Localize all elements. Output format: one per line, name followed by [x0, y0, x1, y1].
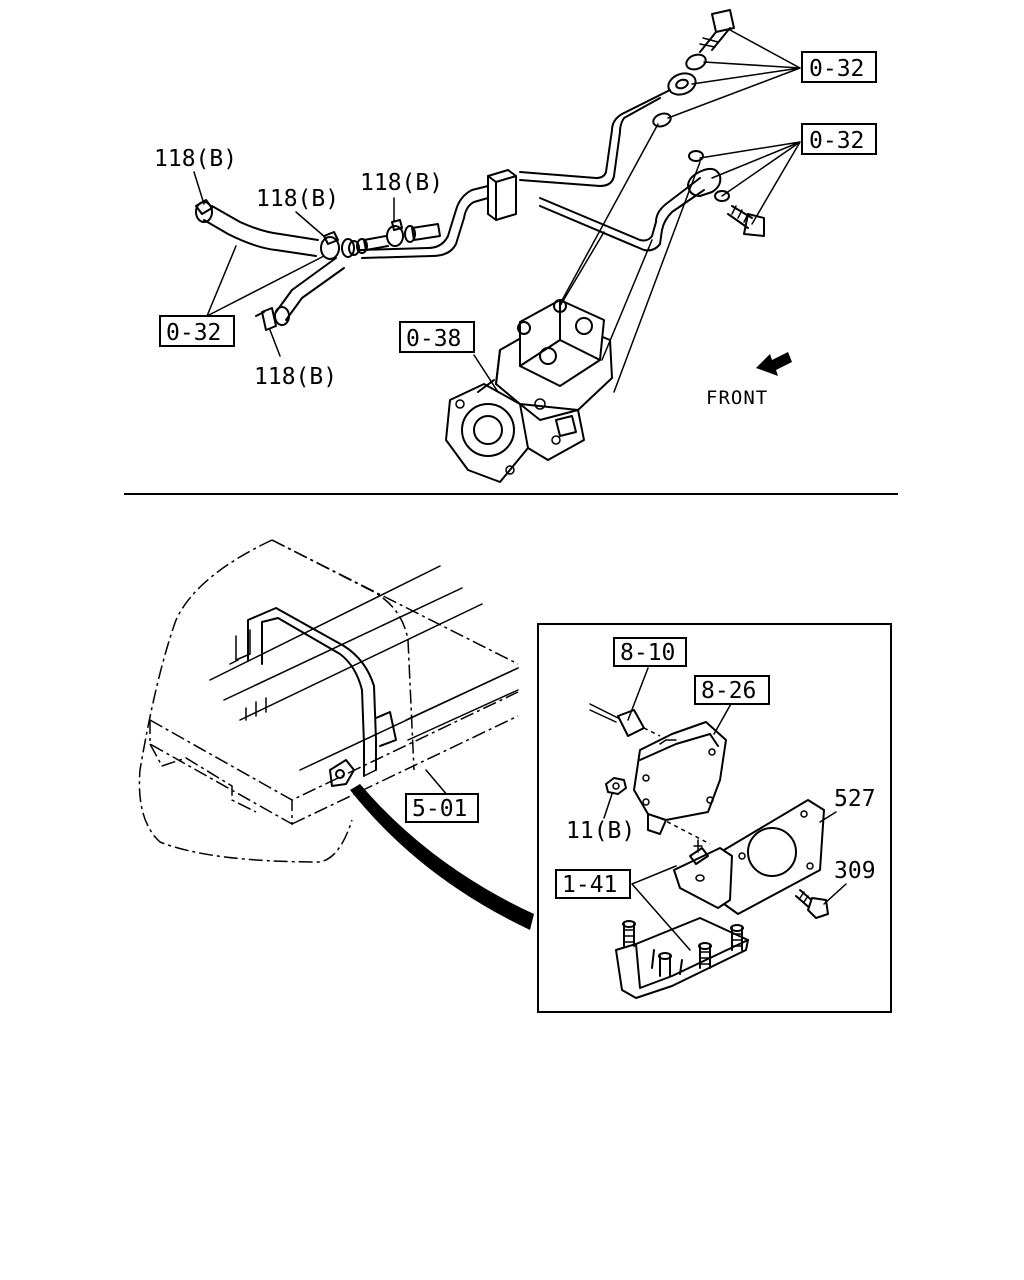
svg-text:5-01: 5-01 [412, 796, 467, 822]
fitting-lower [687, 167, 722, 197]
callout-8-26: 8-26 [694, 675, 770, 705]
pipe-clamp-block [487, 169, 517, 221]
sensor-mount [329, 759, 355, 787]
label-118b-a: 118(B) [154, 146, 237, 172]
hose-lower [275, 257, 345, 321]
callout-0-38: 0-38 [399, 321, 475, 353]
svg-text:0-32: 0-32 [166, 320, 221, 346]
frame-bracket [247, 607, 397, 777]
studs [622, 920, 744, 977]
label-309: 309 [834, 858, 876, 884]
detail-leader [350, 784, 534, 930]
washer-top-1 [685, 53, 707, 71]
washer-top-2 [652, 112, 672, 128]
svg-text:8-10: 8-10 [620, 640, 675, 666]
label-11b: 11(B) [566, 818, 635, 844]
callout-5-01: 5-01 [405, 793, 479, 823]
air-compressor [445, 299, 613, 483]
bracket-upper [673, 839, 733, 909]
wire-connector [589, 703, 661, 737]
svg-text:8-26: 8-26 [701, 678, 756, 704]
callout-8-10: 8-10 [613, 637, 687, 667]
label-118b-d: 118(B) [254, 364, 337, 390]
svg-text:0-38: 0-38 [406, 326, 461, 352]
banjo-fitting-top [667, 72, 697, 96]
svg-text:0-32: 0-32 [809, 56, 864, 82]
front-label: FRONT [706, 387, 768, 409]
label-527: 527 [834, 786, 876, 812]
banjo-bolt-lower [727, 205, 765, 237]
label-118b-b: 118(B) [256, 186, 339, 212]
hose-upper [203, 205, 319, 257]
svg-text:1-41: 1-41 [562, 872, 617, 898]
sensor-body [633, 721, 727, 835]
callout-0-32-left: 0-32 [159, 315, 235, 347]
bolt-309 [795, 889, 829, 919]
callout-0-32-mid: 0-32 [801, 123, 877, 155]
bottom-assembly: 5-01 [138, 539, 892, 1013]
label-118b-c: 118(B) [360, 170, 443, 196]
bracket-base [615, 917, 749, 999]
leader-lines-bottom [603, 667, 847, 951]
pipe-upper [605, 89, 671, 177]
front-arrow [756, 352, 792, 376]
top-assembly: FRONT 0-32 0-32 0-32 0-38 118(B) 118(B) … [154, 9, 877, 483]
nut-11b [605, 777, 627, 795]
leader-lines-top [193, 29, 801, 393]
hose-clamp-b [320, 236, 340, 260]
svg-text:0-32: 0-32 [809, 128, 864, 154]
hose-clamp-d [261, 307, 277, 331]
banjo-bolt-top [699, 9, 735, 53]
vehicle-outline [138, 539, 519, 863]
callout-0-32-top: 0-32 [801, 51, 877, 83]
detail-frame [537, 623, 892, 1013]
callout-1-41: 1-41 [555, 869, 631, 899]
